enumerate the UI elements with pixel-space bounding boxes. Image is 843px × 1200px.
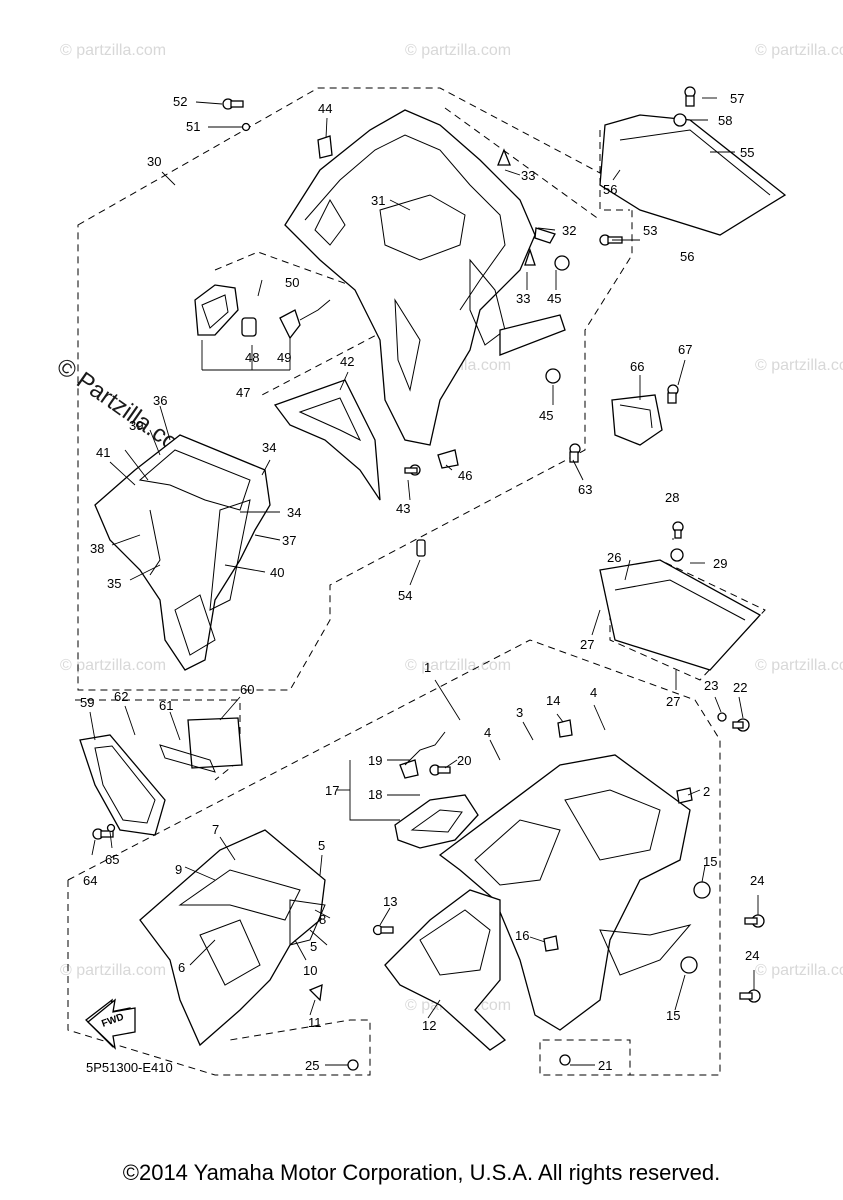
callout-54: 54	[398, 588, 412, 603]
callout-46: 46	[458, 468, 472, 483]
callout-12: 12	[422, 1018, 436, 1033]
watermark: © partzilla.com	[755, 357, 843, 374]
callout-36: 36	[153, 393, 167, 408]
copyright-notice: ©2014 Yamaha Motor Corporation, U.S.A. A…	[122, 1160, 721, 1185]
callout-2: 2	[703, 784, 710, 799]
callout-25: 25	[305, 1058, 319, 1073]
callout-38: 38	[90, 541, 104, 556]
callout-13: 13	[383, 894, 397, 909]
callout-63: 63	[578, 482, 592, 497]
callout-55: 55	[740, 145, 754, 160]
callout-37: 37	[282, 533, 296, 548]
callout-44: 44	[318, 101, 332, 116]
callout-layer: 52 51 44 30 57 58 55 56 56 33 31 32 53 3…	[80, 91, 764, 1073]
callout-58: 58	[718, 113, 732, 128]
callout-27: 27	[580, 637, 594, 652]
callout-9: 9	[175, 862, 182, 877]
callout-20: 20	[457, 753, 471, 768]
callout-30: 30	[147, 154, 161, 169]
callout-62: 62	[114, 689, 128, 704]
callout-27: 27	[666, 694, 680, 709]
callout-48: 48	[245, 350, 259, 365]
callout-14: 14	[546, 693, 560, 708]
callout-33: 33	[516, 291, 530, 306]
callout-23: 23	[704, 678, 718, 693]
callout-53: 53	[643, 223, 657, 238]
callout-65: 65	[105, 852, 119, 867]
callout-26: 26	[607, 550, 621, 565]
callout-33: 33	[521, 168, 535, 183]
watermark: © partzilla.com	[405, 657, 511, 674]
callout-16: 16	[515, 928, 529, 943]
callout-66: 66	[630, 359, 644, 374]
callout-39: 39	[129, 418, 143, 433]
callout-64: 64	[83, 873, 97, 888]
callout-15: 15	[666, 1008, 680, 1023]
callout-35: 35	[107, 576, 121, 591]
callout-5: 5	[310, 939, 317, 954]
callout-59: 59	[80, 695, 94, 710]
callout-61: 61	[159, 698, 173, 713]
callout-29: 29	[713, 556, 727, 571]
callout-67: 67	[678, 342, 692, 357]
callout-32: 32	[562, 223, 576, 238]
watermark: © partzilla.com	[60, 42, 166, 59]
callout-51: 51	[186, 119, 200, 134]
callout-3: 3	[516, 705, 523, 720]
callout-17: 17	[325, 783, 339, 798]
callout-8: 8	[319, 912, 326, 927]
callout-42: 42	[340, 354, 354, 369]
callout-60: 60	[240, 682, 254, 697]
callout-50: 50	[285, 275, 299, 290]
callout-45: 45	[539, 408, 553, 423]
callout-11: 11	[308, 1015, 322, 1030]
callout-22: 22	[733, 680, 747, 695]
callout-43: 43	[396, 501, 410, 516]
callout-41: 41	[96, 445, 110, 460]
watermark: © partzilla.com	[755, 962, 843, 979]
watermark: © partzilla.com	[60, 962, 166, 979]
callout-34: 34	[262, 440, 276, 455]
callout-52: 52	[173, 94, 187, 109]
callout-47: 47	[236, 385, 250, 400]
upper-cowling-parts	[94, 109, 787, 671]
callout-45: 45	[547, 291, 561, 306]
callout-4: 4	[484, 725, 491, 740]
callout-7: 7	[212, 822, 219, 837]
callout-5: 5	[318, 838, 325, 853]
callout-1: 1	[424, 660, 431, 675]
callout-56: 56	[603, 182, 617, 197]
callout-56: 56	[680, 249, 694, 264]
callout-18: 18	[368, 787, 382, 802]
drawing-code: 5P51300-E410	[86, 1060, 173, 1075]
callout-19: 19	[368, 753, 382, 768]
hardware	[92, 86, 765, 1071]
callout-49: 49	[277, 350, 291, 365]
leader-lines	[89, 97, 759, 1066]
callout-21: 21	[598, 1058, 612, 1073]
callout-34: 34	[287, 505, 301, 520]
watermark: © partzilla.com	[60, 657, 166, 674]
callout-40: 40	[270, 565, 284, 580]
watermark: © partzilla.com	[755, 657, 843, 674]
callout-31: 31	[371, 193, 385, 208]
callout-24: 24	[750, 873, 764, 888]
lower-cowling-parts	[79, 559, 762, 1051]
watermark: © partzilla.com	[755, 42, 843, 59]
callout-10: 10	[303, 963, 317, 978]
callout-57: 57	[730, 91, 744, 106]
callout-4: 4	[590, 685, 597, 700]
callout-15: 15	[703, 854, 717, 869]
fwd-arrow: FWD	[87, 998, 136, 1050]
callout-6: 6	[178, 960, 185, 975]
callout-24: 24	[745, 948, 759, 963]
watermark: © partzilla.com	[405, 42, 511, 59]
callout-28: 28	[665, 490, 679, 505]
